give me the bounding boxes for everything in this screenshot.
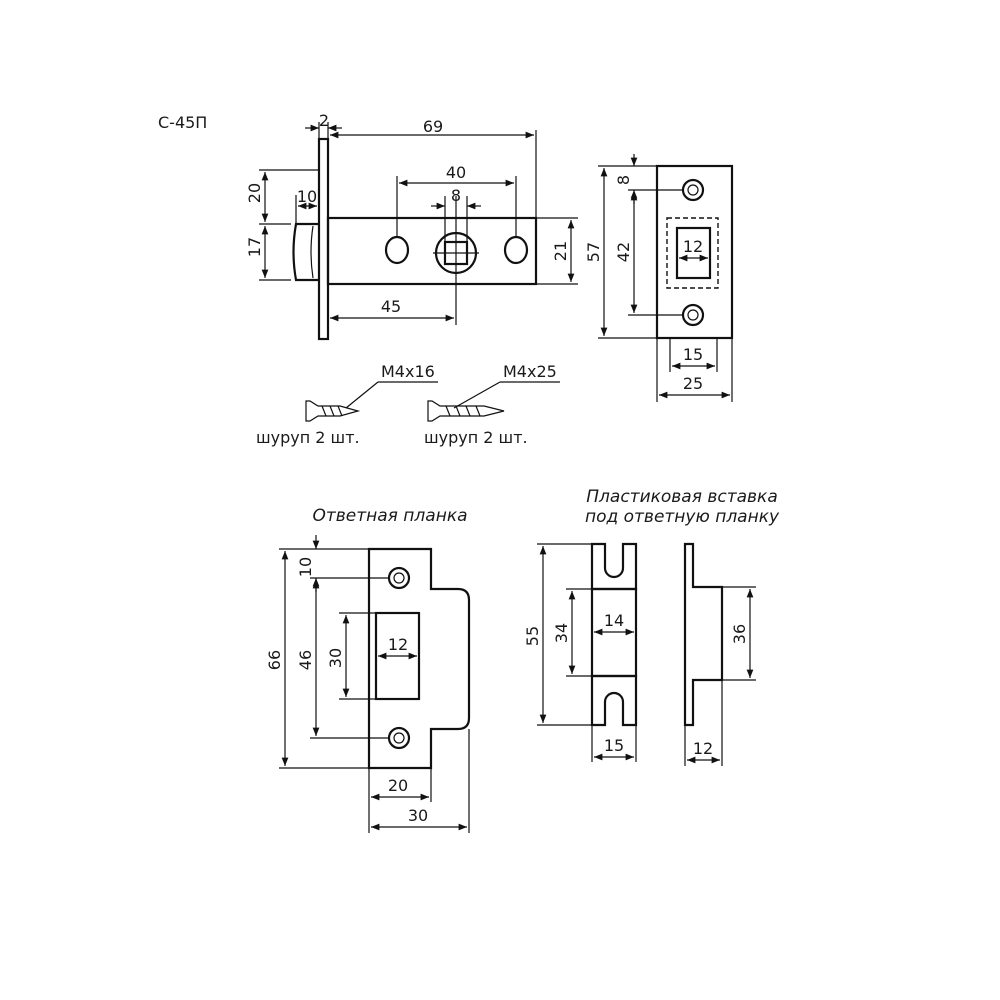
strike-plate-view: Ответная планка 10 66 46 30 12 20 30 [265,506,471,833]
dim-hole-spacing: 40 [446,163,466,182]
dim-strike-width: 30 [408,806,428,825]
latch-bolt-bevel [310,225,314,279]
faceplate-screw-hole-bottom-inner [687,309,699,321]
strike-plate-title: Ответная планка [312,506,467,526]
latch-hole-right [503,235,529,265]
insert-top-tab [590,542,638,591]
insert-bottom-tab [590,674,638,727]
screw-long-label: шуруп 2 шт. [424,428,528,447]
dim-insert-side-height: 36 [730,624,749,644]
dim-strike-slot-height: 30 [326,648,345,668]
dim-strike-width-inner: 20 [388,776,408,795]
faceplate-screw-hole-top [681,178,705,202]
faceplate-front-view: 8 42 57 12 15 25 [584,154,734,402]
dim-insert-depth: 12 [693,739,713,758]
insert-side-profile [683,542,724,727]
dim-bolt-height: 17 [245,237,264,257]
dim-strike-hole-offset: 10 [296,557,315,577]
screw-short: M4х16 шуруп 2 шт. [256,362,438,447]
latch-faceplate [317,137,330,341]
dim-faceplate-hole-spacing: 42 [614,242,633,262]
insert-title-line2: под ответную планку [585,507,780,527]
dim-faceplate-inner-width: 15 [683,345,703,364]
strike-screw-hole-top-inner [393,572,405,584]
screw-short-size: M4х16 [381,362,435,381]
dim-strike-slot-width: 12 [388,635,408,654]
faceplate-slot [675,226,712,280]
dim-faceplate-width: 25 [683,374,703,393]
strike-plate-slot [374,611,421,701]
dim-insert-box-height: 34 [552,623,571,643]
dim-faceplate-height: 57 [584,242,603,262]
dim-bolt-offset: 20 [245,183,264,203]
dim-insert-box-width: 14 [604,611,624,630]
latch-side-view: 2 69 40 8 10 20 17 21 45 [245,111,578,341]
dim-plate-thickness: 2 [319,111,329,130]
screw-long: M4х25 шуруп 2 шт. [424,362,560,447]
screw-long-size: M4х25 [503,362,557,381]
latch-hole-left [384,235,410,265]
model-label: С-45П [158,113,207,132]
dim-strike-height: 66 [265,650,284,670]
insert-title-line1: Пластиковая вставка [586,487,778,507]
strike-screw-hole-bottom-inner [393,732,405,744]
screw-short-icon [305,400,361,422]
dim-latch-length: 69 [423,117,443,136]
faceplate-screw-hole-bottom [681,303,705,327]
dim-strike-hole-spacing: 46 [296,650,315,670]
dim-insert-height: 55 [523,626,542,646]
plastic-insert-view: Пластиковая вставка под ответную планку … [523,487,780,766]
screw-short-label: шуруп 2 шт. [256,428,360,447]
dim-bolt-length: 10 [297,187,317,206]
dim-backset: 45 [381,297,401,316]
strike-screw-hole-bottom [387,726,411,750]
strike-plate-outline [367,547,471,770]
faceplate-dashed-recess [666,217,719,289]
dim-square: 8 [451,186,461,205]
dim-body-height: 21 [551,241,570,261]
dim-faceplate-slot-width: 12 [683,237,703,256]
dim-insert-width: 15 [604,736,624,755]
faceplate-screw-hole-top-inner [687,184,699,196]
dim-faceplate-hole-offset: 8 [614,175,633,185]
screw-long-icon [427,400,505,422]
strike-screw-hole-top [387,566,411,590]
latch-bolt [292,222,319,282]
latch-body [326,216,538,286]
faceplate-outline [655,164,734,340]
